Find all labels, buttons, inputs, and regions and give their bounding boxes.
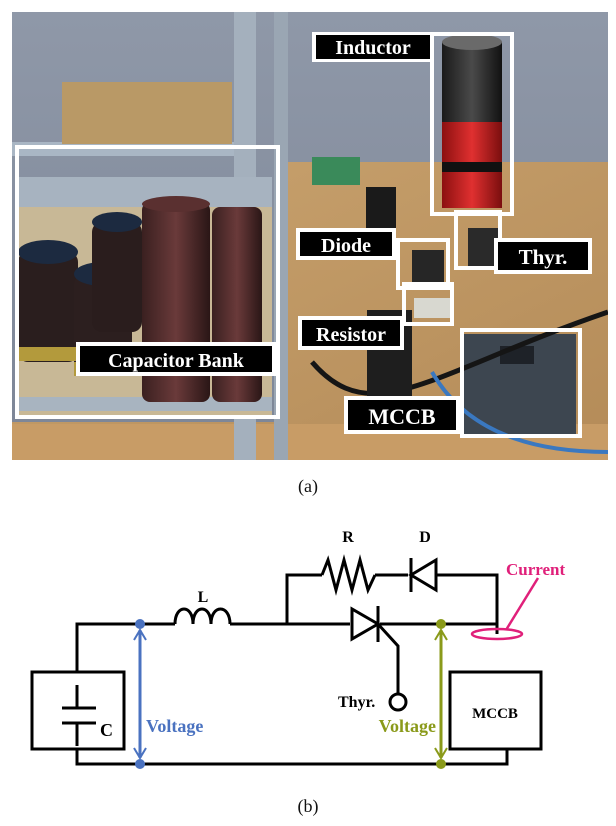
svg-text:Inductor: Inductor xyxy=(335,37,411,59)
current-probe xyxy=(470,577,540,641)
svg-text:Capacitor Bank: Capacitor Bank xyxy=(108,350,245,372)
voltage-probe-left xyxy=(133,619,147,769)
label-thyristor: Thyr. xyxy=(338,694,375,711)
voltage-probe-right xyxy=(434,619,448,769)
caption-b: (b) xyxy=(298,796,319,817)
svg-text:Diode: Diode xyxy=(321,235,371,257)
diode-symbol xyxy=(408,557,438,593)
table-surface xyxy=(12,162,608,460)
wire-branch xyxy=(285,573,322,624)
label-l: L xyxy=(198,589,209,606)
inductor-photo xyxy=(442,34,502,208)
label-current: Current xyxy=(506,560,566,579)
resistor-box xyxy=(402,282,454,326)
wire-bottom xyxy=(75,749,509,766)
capacitor-bank-box xyxy=(15,145,280,419)
svg-text:Thyr.: Thyr. xyxy=(519,245,568,269)
label-capacitor-bank: Capacitor Bank xyxy=(76,342,276,376)
diode-module-photo xyxy=(412,250,444,288)
pcb-board xyxy=(312,157,360,185)
circuit-diagram: C L R D Thyr. MCCB Voltage Voltage Curre… xyxy=(30,529,566,817)
label-inductor: Inductor xyxy=(312,32,434,62)
wood-panel xyxy=(62,82,232,144)
svg-text:MCCB: MCCB xyxy=(368,404,436,429)
label-thyristor: Thyr. xyxy=(494,238,592,274)
label-diode: Diode xyxy=(296,228,396,260)
terminal-block xyxy=(366,187,396,235)
mccb-enclosure xyxy=(448,670,543,751)
thyristor-gate-terminal xyxy=(388,692,408,712)
diode-box xyxy=(396,238,450,290)
thyristor-photo xyxy=(468,228,498,266)
label-voltage-right: Voltage xyxy=(379,716,436,736)
resistor-photo xyxy=(414,298,450,318)
svg-text:Resistor: Resistor xyxy=(316,324,386,346)
label-mccb: MCCB xyxy=(472,706,518,722)
label-mccb: MCCB xyxy=(344,396,460,434)
cable-blue xyxy=(430,371,608,454)
label-resistor: Resistor xyxy=(298,316,404,350)
mccb-box xyxy=(460,328,582,438)
label-d: D xyxy=(419,529,431,546)
thyristor-gate-wire xyxy=(376,622,400,694)
cable-black xyxy=(310,309,608,396)
label-c: C xyxy=(100,720,113,740)
setup-photo: Inductor Capacitor Bank Diode Thyr. Resi… xyxy=(12,12,608,460)
inductor-symbol xyxy=(173,607,232,625)
thyristor-symbol xyxy=(350,606,382,642)
wire-top-left xyxy=(75,622,175,672)
capacitor-symbol xyxy=(62,685,96,746)
label-voltage-left: Voltage xyxy=(146,716,203,736)
resistor-symbol xyxy=(320,554,377,596)
shelf-bottom-rail xyxy=(16,397,272,411)
caption-a: (a) xyxy=(298,476,318,496)
wire-branch-right xyxy=(436,573,499,624)
label-r: R xyxy=(342,529,354,546)
